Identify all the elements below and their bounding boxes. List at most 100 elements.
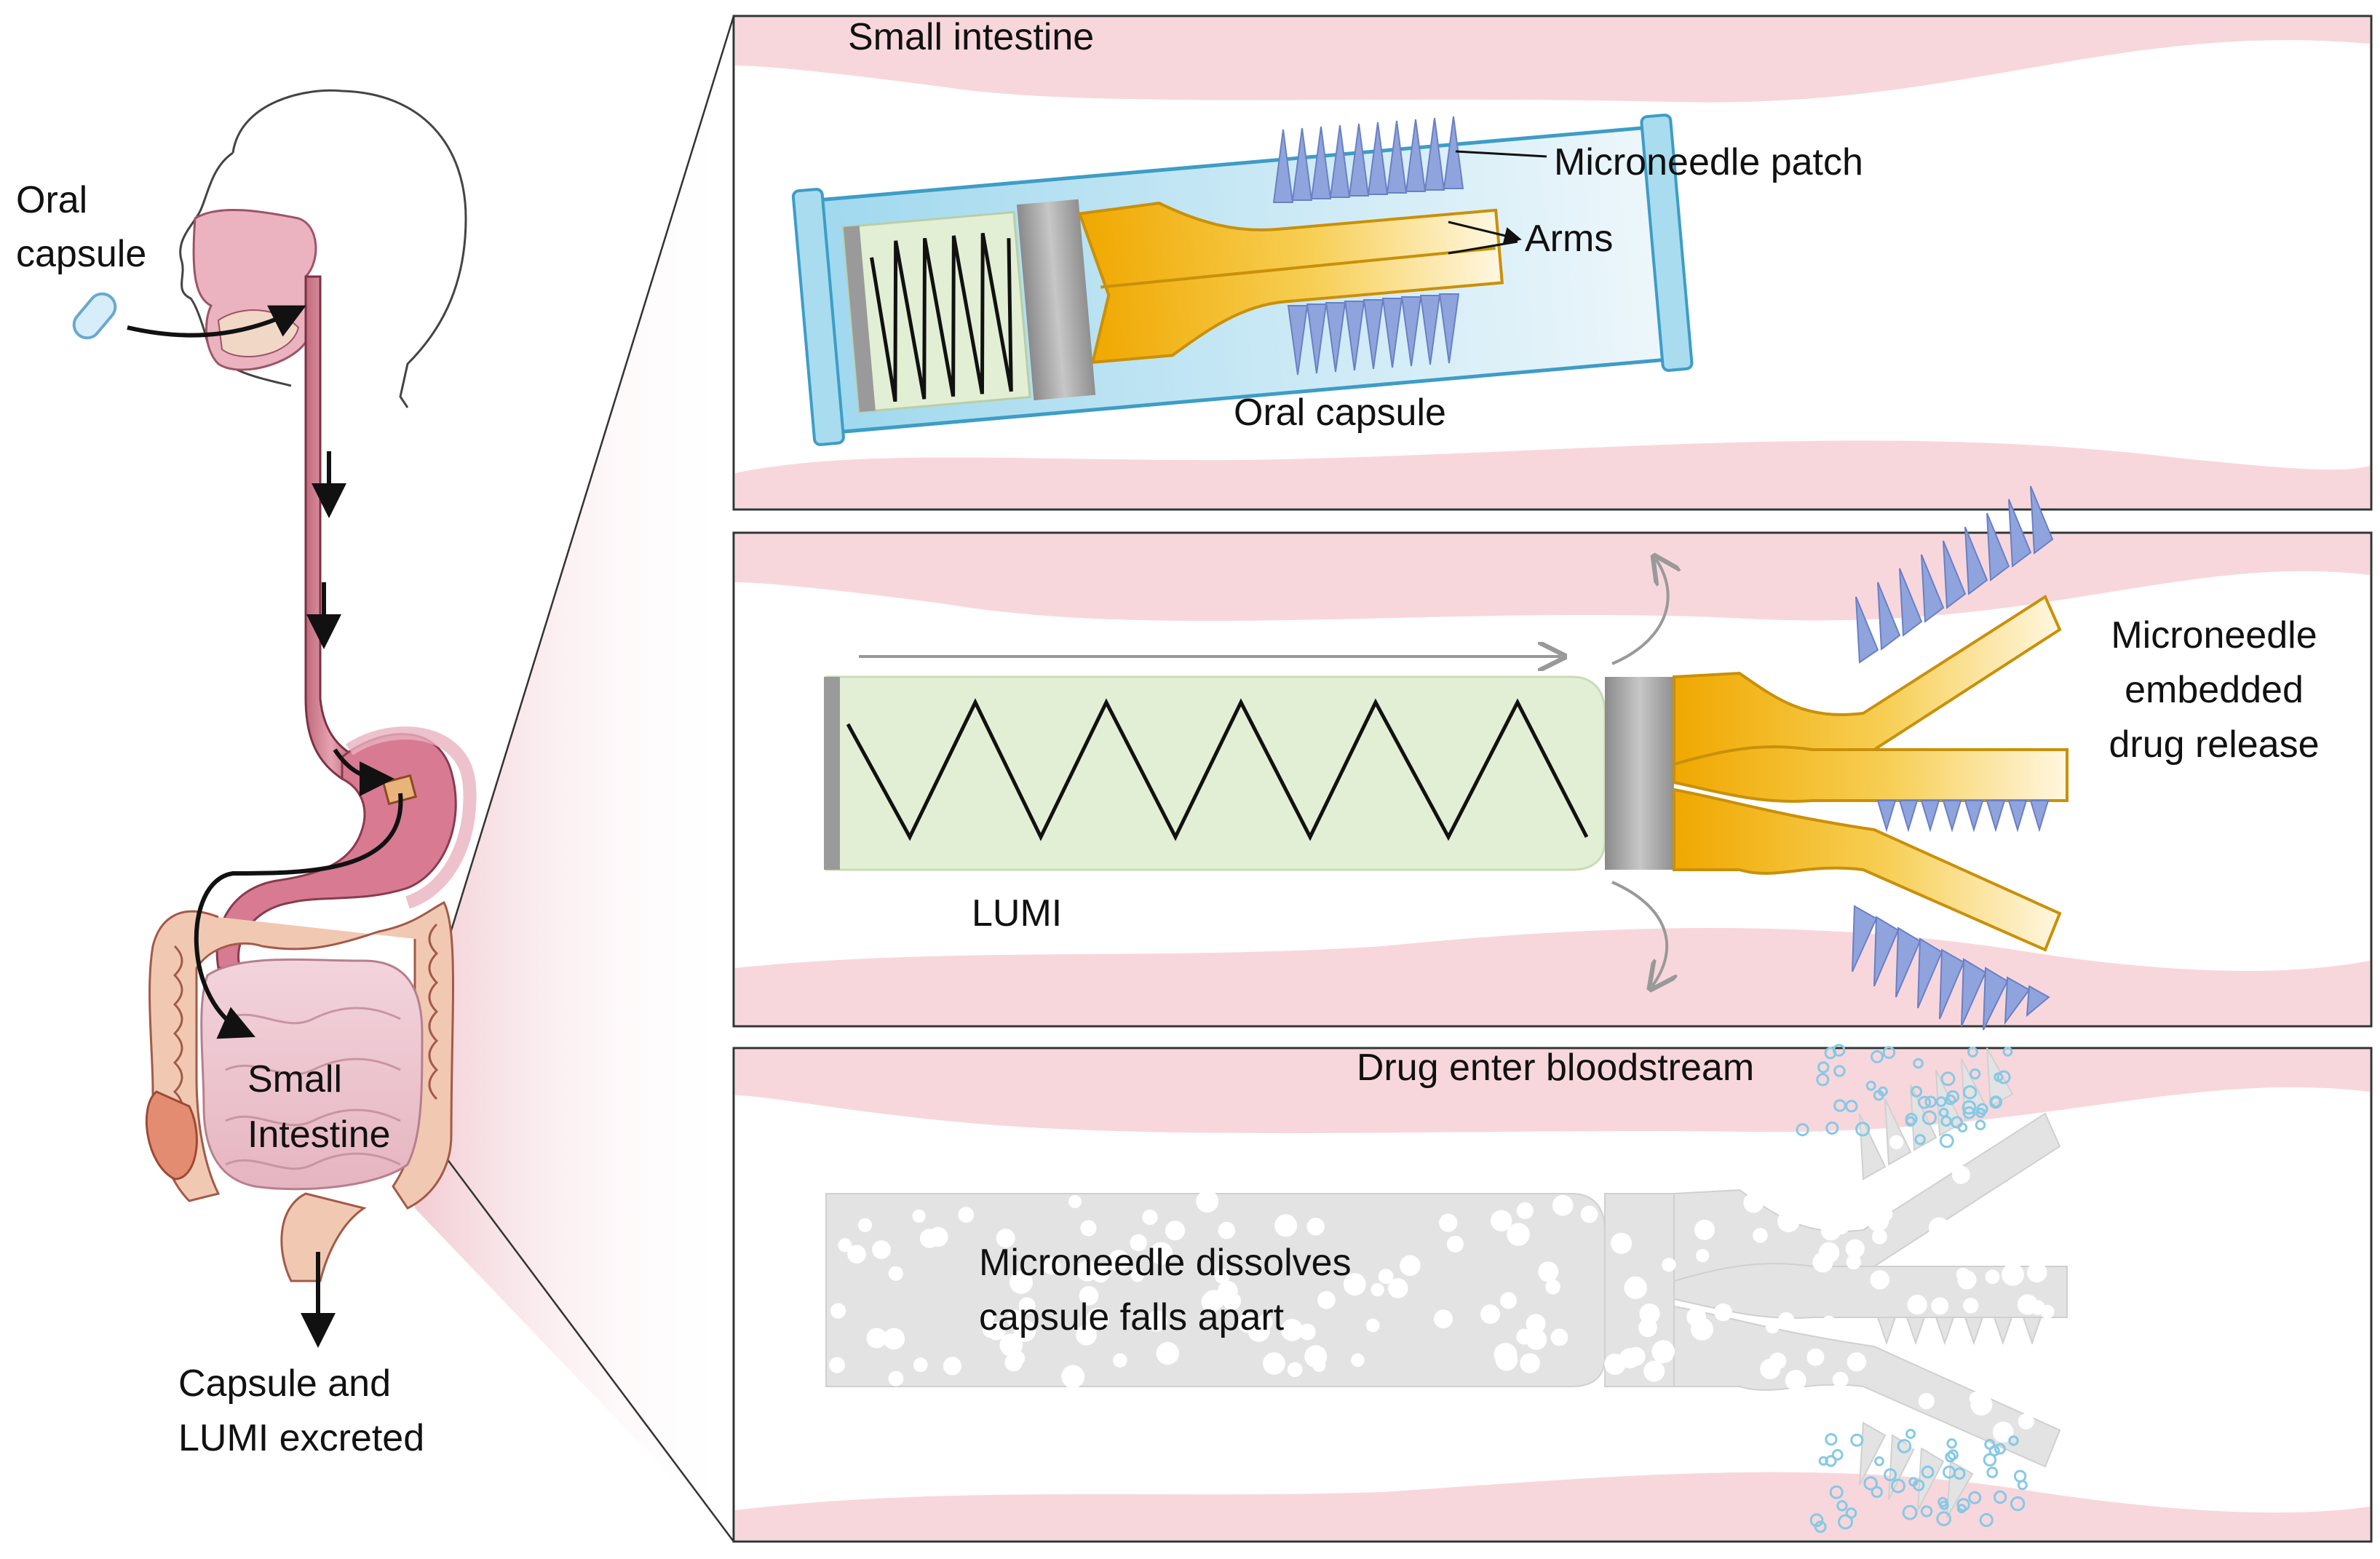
drug-particle xyxy=(1913,1058,1924,1069)
drug-particle xyxy=(1796,1123,1809,1137)
drug-particle xyxy=(1882,1046,1896,1059)
dissolve-hole xyxy=(1806,1348,1825,1366)
drug-particle xyxy=(1914,1134,1926,1146)
drug-particle xyxy=(1924,1095,1937,1108)
dissolve-hole xyxy=(1643,1360,1665,1382)
stomach-wall xyxy=(346,726,477,909)
drug-particle xyxy=(1833,1099,1847,1112)
dissolve-hole xyxy=(980,1309,996,1323)
dissolve-hole xyxy=(1753,1228,1768,1243)
drug-particle xyxy=(1824,1047,1837,1060)
dissolve-hole xyxy=(1832,1371,1849,1388)
dissolve-hole xyxy=(1500,1292,1517,1309)
drug-particle xyxy=(1939,1133,1954,1149)
drug-particle xyxy=(1825,1433,1838,1446)
dissolve-hole xyxy=(1009,1270,1033,1294)
dissolve-hole xyxy=(1068,1195,1082,1208)
dissolve-hole xyxy=(913,1357,928,1373)
dissolve-hole xyxy=(996,1229,1015,1248)
tissue-push-arrow-down xyxy=(1611,881,1667,986)
drug-particle xyxy=(1902,1504,1918,1520)
drug-particle xyxy=(1865,1080,1876,1091)
dissolve-hole xyxy=(2018,1413,2034,1429)
dissolve-hole xyxy=(1146,1310,1167,1332)
dissolve-hole xyxy=(919,1229,940,1248)
dissolve-hole xyxy=(1446,1235,1464,1253)
dissolve-hole xyxy=(1196,1190,1219,1213)
dissolve-hole xyxy=(1165,1221,1186,1241)
panel2-tissue-top xyxy=(735,534,2370,622)
dissolve-label-1: Microneedle dissolves xyxy=(979,1242,1352,1284)
drug-particle xyxy=(1871,1050,1884,1063)
drug-particle xyxy=(1920,1505,1933,1518)
oral-capsule-label-1: Oral xyxy=(16,179,87,221)
dissolve-hole xyxy=(1870,1270,1890,1290)
zoom-wedge xyxy=(415,16,734,1542)
drug-particle xyxy=(1817,1061,1830,1074)
dissolve-hole xyxy=(1778,1312,1795,1329)
dissolve-hole xyxy=(1306,1218,1325,1236)
drug-particles-top xyxy=(1796,1044,2013,1149)
dissolve-hole xyxy=(1378,1269,1394,1284)
patch-leader xyxy=(1455,150,1547,158)
drug-particle xyxy=(1979,1512,1994,1528)
dissolve-hole xyxy=(1130,1268,1145,1282)
dissolve-hole xyxy=(1150,1242,1173,1265)
dissolve-hole xyxy=(1611,1232,1633,1254)
dissolve-hole xyxy=(958,1207,975,1223)
dissolve-hole xyxy=(1847,1352,1867,1372)
dissolve-hole xyxy=(857,1218,873,1232)
dissolve-hole xyxy=(912,1209,926,1223)
arrow-to-mouth xyxy=(127,305,306,338)
drug-particle xyxy=(1946,1438,1957,1449)
spring-base xyxy=(843,226,876,413)
dissolve-hole xyxy=(1218,1221,1236,1239)
drug-particle xyxy=(1939,1107,1949,1118)
dissolve-hole xyxy=(943,1357,962,1376)
dissolve-hole xyxy=(1494,1343,1518,1366)
dissolve-hole xyxy=(847,1245,866,1264)
drug-particle xyxy=(1937,1496,1948,1507)
panel1-tissue-top xyxy=(735,17,2370,103)
dissolve-hole xyxy=(1928,1217,1951,1239)
dissolve-hole xyxy=(1439,1213,1458,1232)
dissolve-hole xyxy=(830,1303,846,1319)
microneedles-top xyxy=(1272,116,1464,203)
excreted-label-1: Capsule and xyxy=(178,1362,391,1405)
dissolve-hole xyxy=(1924,1162,1940,1178)
dissolve-hole xyxy=(2002,1263,2024,1286)
dissolve-hole xyxy=(1223,1292,1242,1311)
dissolve-hole xyxy=(1963,1298,1979,1314)
drug-particle xyxy=(1816,1073,1830,1087)
lumi-label: LUMI xyxy=(972,892,1062,935)
drug-particle xyxy=(1891,1478,1905,1493)
drug-particle xyxy=(1936,1511,1951,1526)
dissolve-hole xyxy=(1079,1286,1099,1306)
dissolve-hole xyxy=(1694,1219,1715,1240)
dissolve-hole xyxy=(1108,1250,1130,1272)
lumi-spring-body xyxy=(825,675,1606,871)
dissolved-arm-lower xyxy=(1673,1305,2061,1468)
dissolve-hole xyxy=(1822,1315,1836,1330)
dissolve-hole xyxy=(1651,1340,1675,1363)
drug-particle xyxy=(1905,1429,1916,1440)
drug-particle xyxy=(1986,1467,1999,1478)
dissolve-hole xyxy=(1516,1202,1534,1219)
zoom-line-top xyxy=(413,15,735,1049)
dissolve-hole xyxy=(1434,1309,1453,1329)
dissolve-hole xyxy=(1985,1269,2000,1285)
drug-particle xyxy=(1940,1071,1956,1087)
drug-particle xyxy=(2008,1435,2019,1446)
dissolve-hole xyxy=(1526,1329,1547,1350)
dissolve-hole xyxy=(1086,1308,1109,1331)
dissolve-hole xyxy=(1766,1320,1780,1334)
dissolve-hole xyxy=(1696,1249,1710,1263)
drug-particle xyxy=(1962,1085,1978,1100)
drug-particle xyxy=(1975,1108,1986,1118)
oral-capsule-label: Oral capsule xyxy=(1234,392,1446,434)
panel1-title: Small intestine xyxy=(848,16,1094,58)
panel2-tissue-bottom xyxy=(735,928,2370,1025)
arms-leader-2 xyxy=(1448,240,1518,255)
dissolve-hole xyxy=(1969,1141,1983,1155)
dissolve-hole xyxy=(888,1266,903,1281)
